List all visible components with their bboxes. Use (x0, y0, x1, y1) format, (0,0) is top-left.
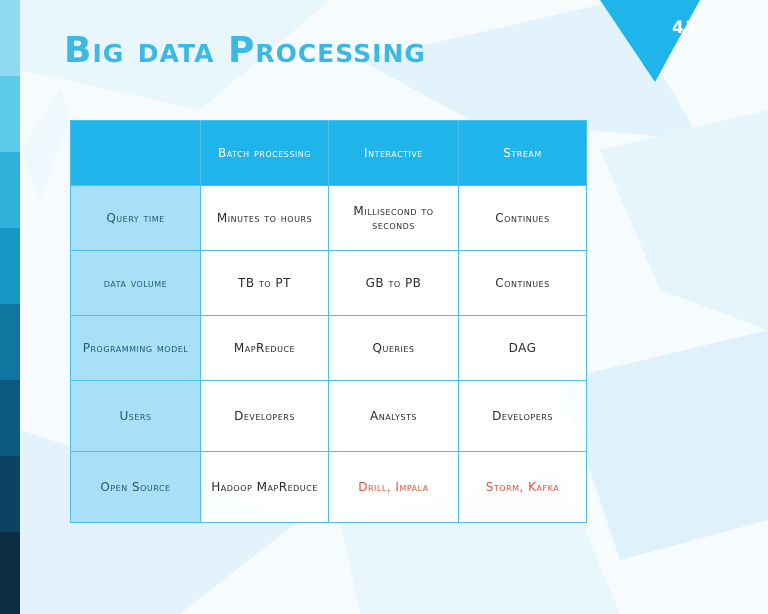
table-cell: Millisecond to seconds (328, 185, 459, 251)
row-label: data volume (70, 250, 201, 316)
slide-number: 43 (672, 18, 698, 38)
header-cell-batch: Batch processing (200, 120, 329, 186)
table-row: Users Developers Analysts Developers (70, 380, 587, 452)
row-label: Open Source (70, 451, 201, 523)
table-row: Open Source Hadoop MapReduce Drill, Impa… (70, 451, 587, 523)
table-cell-highlight: Drill, Impala (328, 451, 459, 523)
row-label: Query time (70, 185, 201, 251)
table-cell: Continues (458, 250, 587, 316)
table-cell: Analysts (328, 380, 459, 452)
table-cell: Developers (200, 380, 329, 452)
slide-title: Big data Processing (64, 30, 426, 71)
table-row: Query time Minutes to hours Millisecond … (70, 185, 587, 251)
table-cell: TB to PT (200, 250, 329, 316)
table-cell: DAG (458, 315, 587, 381)
table-cell: Hadoop MapReduce (200, 451, 329, 523)
table-cell-highlight: Storm, Kafka (458, 451, 587, 523)
header-cell-stream: Stream (458, 120, 587, 186)
table-cell: Minutes to hours (200, 185, 329, 251)
table-row: data volume TB to PT GB to PB Continues (70, 250, 587, 316)
table-cell: Queries (328, 315, 459, 381)
table-cell: Developers (458, 380, 587, 452)
corner-triangle (600, 0, 700, 82)
table-cell: MapReduce (200, 315, 329, 381)
comparison-table: Batch processing Interactive Stream Quer… (70, 120, 587, 523)
table-row: Programming model MapReduce Queries DAG (70, 315, 587, 381)
header-cell-corner (70, 120, 201, 186)
row-label: Programming model (70, 315, 201, 381)
table-cell: Continues (458, 185, 587, 251)
header-cell-interactive: Interactive (328, 120, 459, 186)
table-header-row: Batch processing Interactive Stream (70, 120, 587, 186)
table-cell: GB to PB (328, 250, 459, 316)
left-gradient-bar (0, 0, 20, 614)
row-label: Users (70, 380, 201, 452)
